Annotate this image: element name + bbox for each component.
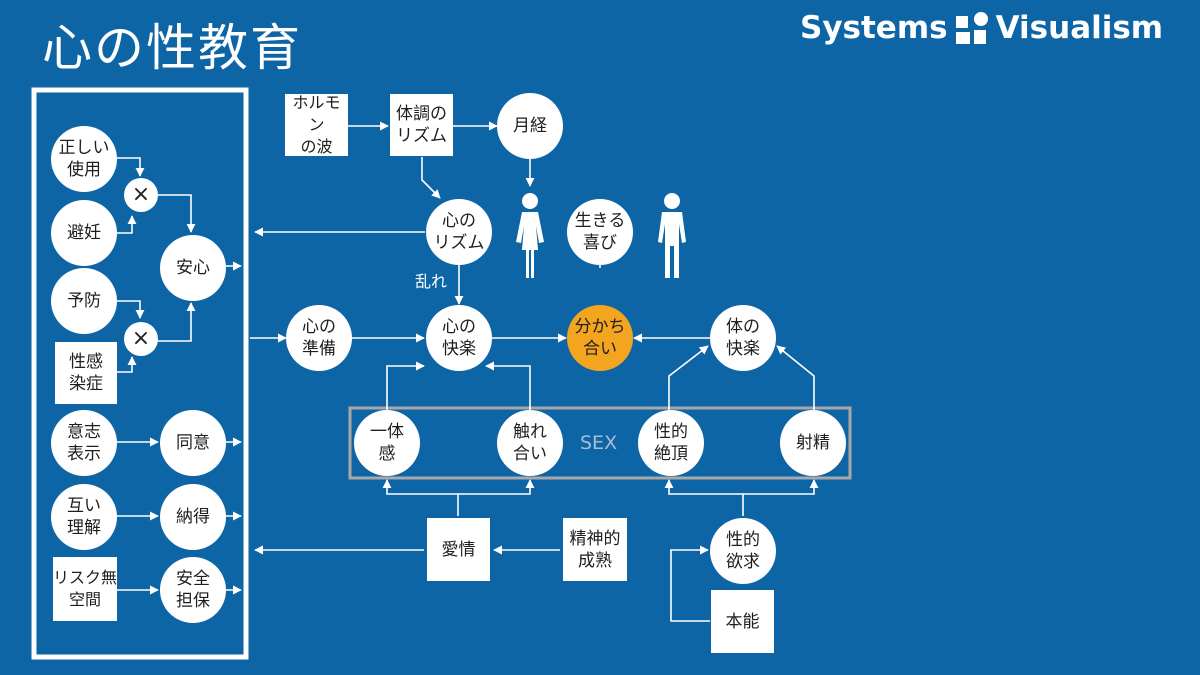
node-mind-rhythm: 心の リズム — [426, 199, 492, 265]
node-instinct: 本能 — [711, 590, 774, 653]
node-climax: 性的 絶頂 — [638, 410, 704, 476]
node-sharing: 分かち 合い — [567, 305, 633, 371]
node-sexual-desire: 性的 欲求 — [710, 518, 776, 584]
node-sti: 性感 染症 — [55, 342, 117, 404]
node-times-1: × — [124, 178, 158, 212]
node-joy-of-living: 生きる 喜び — [567, 199, 633, 265]
education-frame — [31, 87, 249, 660]
node-body-rhythm: 体調の リズム — [390, 94, 453, 156]
node-acceptance: 納得 — [160, 484, 226, 550]
brand-logo: Systems Visualism — [800, 8, 1163, 48]
node-touching: 触れ 合い — [497, 410, 563, 476]
node-menstruation: 月経 — [497, 93, 563, 159]
node-body-pleasure: 体の 快楽 — [710, 305, 776, 371]
node-relief: 安心 — [160, 235, 226, 301]
page-title: 心の性教育 — [42, 19, 302, 77]
female-figure-icon — [516, 193, 544, 278]
label-disturbance: 乱れ — [415, 272, 448, 291]
node-riskless-space: リスク無 空間 — [53, 557, 117, 621]
node-hormone-wave: ホルモン の波 — [285, 93, 348, 156]
node-intention: 意志 表示 — [51, 410, 117, 476]
node-contraception: 避妊 — [51, 200, 117, 266]
node-mental-maturity: 精神的 成熟 — [563, 518, 627, 581]
male-figure-icon — [658, 193, 686, 278]
brand-name-left: Systems — [800, 10, 948, 46]
node-times-2: × — [124, 322, 158, 356]
node-ejaculation: 射精 — [780, 410, 846, 476]
node-mind-pleasure: 心の 快楽 — [426, 305, 492, 371]
node-correct-use: 正しい 使用 — [51, 126, 117, 192]
sex-label: SEX — [580, 432, 618, 454]
node-mind-preparation: 心の 準備 — [286, 305, 352, 371]
node-unity: 一体 感 — [354, 410, 420, 476]
node-safety: 安全 担保 — [160, 557, 226, 623]
sex-frame — [348, 406, 852, 480]
systems-visualism-logo-icon — [955, 12, 988, 44]
node-consent: 同意 — [160, 410, 226, 476]
node-prevention: 予防 — [51, 268, 117, 334]
node-mutual-understanding: 互い 理解 — [51, 484, 117, 550]
brand-name-right: Visualism — [995, 10, 1164, 46]
node-affection: 愛情 — [427, 518, 490, 581]
